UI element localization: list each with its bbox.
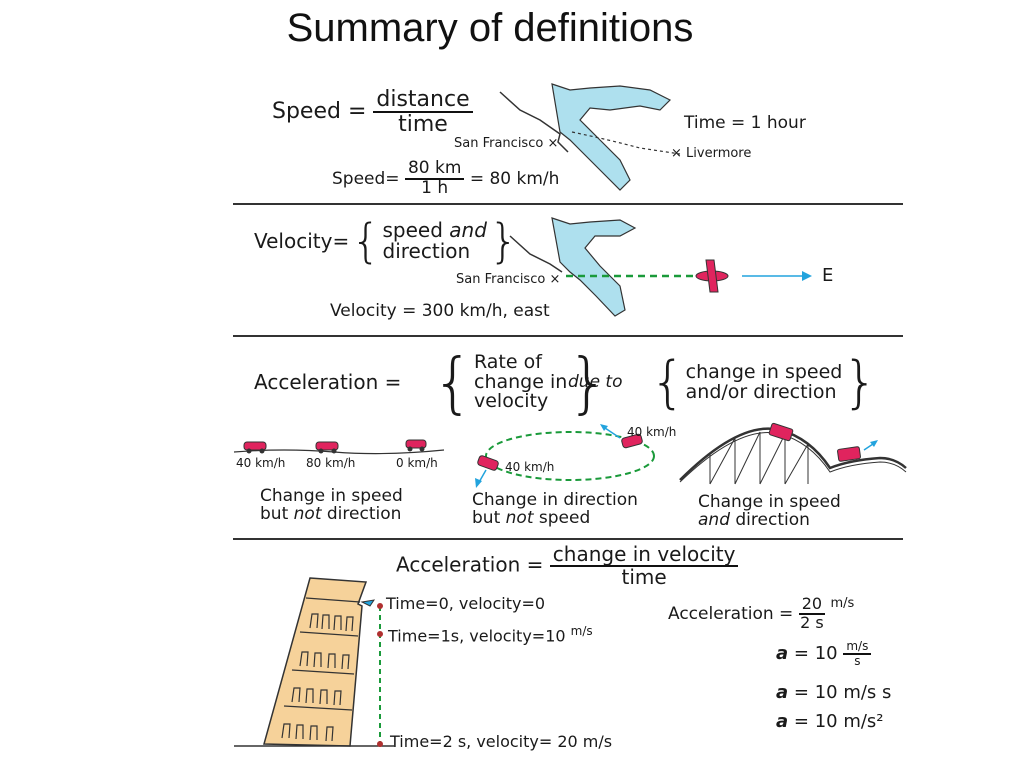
rate-text: Rate of change in velocity [474,350,568,413]
ball-icon [377,603,383,609]
acceleration-calc: Acceleration = 20 2 s m/s [668,594,855,632]
car-icon [477,455,499,471]
accel-formula-label: Acceleration [396,552,521,577]
slide-title: Summary of definitions [286,6,694,50]
velocity-and: and [449,218,487,242]
acceleration-cause: { change in speed and/or direction } [650,350,878,415]
circular-track-illustration [475,424,655,488]
speed-calc-num: 80 km [404,159,465,180]
left-brace: { [351,214,381,268]
coastline [499,91,569,153]
leaning-tower-illustration [234,577,394,747]
car-icon [405,439,427,452]
speed-label-bottom: 40 km/h [505,460,555,474]
acceleration-rate: { Rate of change in velocity } [432,344,609,421]
car-icon [621,433,643,449]
speed-calc-label: Speed [332,168,386,189]
velocity-result: Velocity = 300 km/h, east [330,301,550,321]
caption-direction-change: Change in direction but not speed [472,490,638,528]
speed-fraction: distance time [373,88,473,138]
rate-line-1: Rate of [474,350,542,373]
rate-line-3: velocity [474,390,549,413]
acceleration-label: Acceleration = [254,370,402,394]
speed-denominator: time [398,112,448,138]
direction-east: E [822,265,834,286]
speed-calc-den: 1 h [421,177,449,198]
car-icon [315,441,339,454]
accel-calc-label: Acceleration [668,603,774,624]
right-brace: } [842,350,879,415]
cause-line-2: and/or direction [685,380,837,403]
velocity-brace-content: speed and direction [383,220,487,262]
left-brace: { [432,344,474,421]
car-icon [243,441,267,454]
speed-label-80: 80 km/h [306,456,356,470]
cause-line-1: change in speed [685,360,843,383]
speed-label-40: 40 km/h [236,456,286,470]
right-brace: } [488,214,519,268]
acceleration-eq-2: a = 10 m/s s [776,682,892,703]
speed-label-0: 0 km/h [396,456,438,470]
ball-icon [377,741,383,747]
time-2: Time=2 s, velocity= 20 m/s [390,732,613,751]
accel-calc-fraction: 20 2 s [798,595,826,632]
bay-map-1 [499,83,681,191]
caption-speed-change: Change in speed but not direction [260,486,403,524]
divider-1 [233,203,903,205]
bay-map-2 [509,217,812,317]
velocity-direction: direction [382,239,471,263]
airplane-icon [695,259,729,293]
time-note: Time = 1 hour [684,113,806,133]
divider-3 [233,538,903,540]
due-to: due to [568,372,623,392]
hand-icon [360,599,376,607]
acceleration-eq-3: a = 10 m/s² [776,711,884,732]
city-sf-2: San Francisco × [456,272,561,287]
straight-road-illustration [233,439,445,455]
velocity-label: Velocity [254,229,333,253]
acceleration-formula: Acceleration = change in velocity time [396,544,739,589]
bay-water [551,83,672,191]
time-1: Time=1s, velocity=10 m/s [388,624,593,646]
city-livermore: × Livermore [671,146,752,161]
rate-line-2: change in [474,370,568,393]
accel-denominator: time [621,565,667,589]
accel-numerator: change in velocity [549,544,739,567]
caption-both-change: Change in speed and direction [698,492,841,530]
speed-calc-result: = 80 km/h [469,168,560,189]
ball-icon [377,631,383,637]
speed-definition: Speed = distance time [272,88,473,136]
east-arrow-head [802,271,812,281]
accel-calc-num: 20 [798,595,826,615]
velocity-speed: speed [382,218,443,242]
divider-2 [233,335,903,337]
coaster-car-icon [768,422,794,442]
accel-calc-unit: m/s [830,596,855,611]
right-brace: } [567,344,610,421]
speed-label-top: 40 km/h [627,425,677,439]
coastline [509,235,563,273]
speed-label: Speed [272,99,341,125]
route-livermore [571,131,681,155]
speed-calculation: Speed= 80 km 1 h = 80 km/h [332,158,560,198]
roller-coaster-illustration [679,422,907,485]
accel-calc-den: 2 s [800,612,824,632]
city-sf-1: San Francisco × [454,136,559,151]
accel-fraction: change in velocity time [549,544,739,589]
speed-numerator: distance [373,88,473,114]
coaster-car-icon [837,446,861,462]
bay-water [551,217,637,317]
cause-text: change in speed and/or direction [685,360,843,403]
coaster-supports [709,431,809,485]
speed-calc-fraction: 80 km 1 h [404,159,465,198]
time-0: Time=0, velocity=0 [386,594,546,613]
velocity-definition: Velocity= { speed and direction } [254,214,519,268]
left-brace: { [650,350,686,415]
